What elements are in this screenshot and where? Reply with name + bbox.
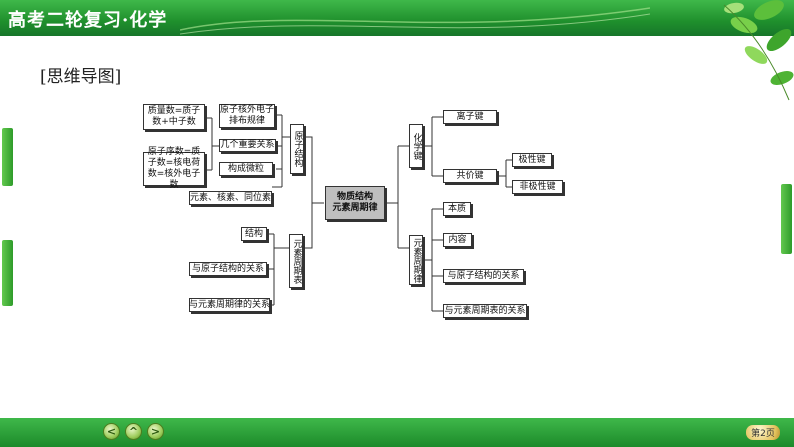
law-content-node: 内容: [443, 233, 472, 247]
mindmap-center-node: 物质结构 元素周期律: [325, 186, 385, 220]
law-atom-relation-node: 与原子结构的关系: [443, 269, 524, 283]
atom-structure-node: 原子结构: [290, 124, 304, 174]
important-relations-node: 几个重要关系: [219, 139, 276, 152]
law-table-relation-node: 与元素周期表的关系: [443, 304, 527, 318]
ionic-bond-node: 离子键: [443, 110, 497, 124]
composition-node: 构成微粒: [219, 162, 273, 176]
left-side-tab-upper: [2, 128, 13, 186]
element-nuclide-isotope-node: 元素、核素、同位素: [189, 191, 272, 205]
next-page-button[interactable]: >: [147, 423, 164, 440]
periodic-table-node: 元素周期表: [289, 234, 303, 288]
section-heading: [思维导图]: [40, 67, 122, 87]
top-banner: 高考二轮复习·化学: [0, 0, 794, 36]
table-structure-node: 结构: [241, 227, 267, 241]
periodic-law-node: 元素周期律: [409, 235, 423, 285]
right-side-tab: [781, 184, 792, 254]
prev-page-button[interactable]: <: [103, 423, 120, 440]
extranuclear-rule-node: 原子核外电子排布规律: [219, 104, 275, 128]
center-node-label: 物质结构 元素周期律: [332, 192, 378, 213]
presentation-title: 高考二轮复习·化学: [8, 10, 168, 31]
page-number-badge: 第2页: [746, 425, 780, 440]
left-side-tab-lower: [2, 240, 13, 306]
swirl-decoration: [180, 7, 650, 35]
table-atom-relation-node: 与原子结构的关系: [189, 262, 267, 276]
atomic-number-node: 原子序数=质子数=核电荷数=核外电子数: [143, 147, 205, 190]
table-law-relation-node: 与元素周期律的关系: [189, 298, 270, 312]
leaves-decoration: [723, 0, 794, 101]
polar-bond-node: 极性键: [512, 153, 552, 167]
law-essence-node: 本质: [443, 202, 471, 216]
chemical-bond-node: 化学键: [409, 124, 423, 168]
mass-number-node: 质量数=质子数+中子数: [143, 104, 205, 130]
home-button[interactable]: ^: [125, 423, 142, 440]
covalent-bond-node: 共价键: [443, 169, 497, 183]
nonpolar-bond-node: 非极性键: [512, 180, 563, 194]
